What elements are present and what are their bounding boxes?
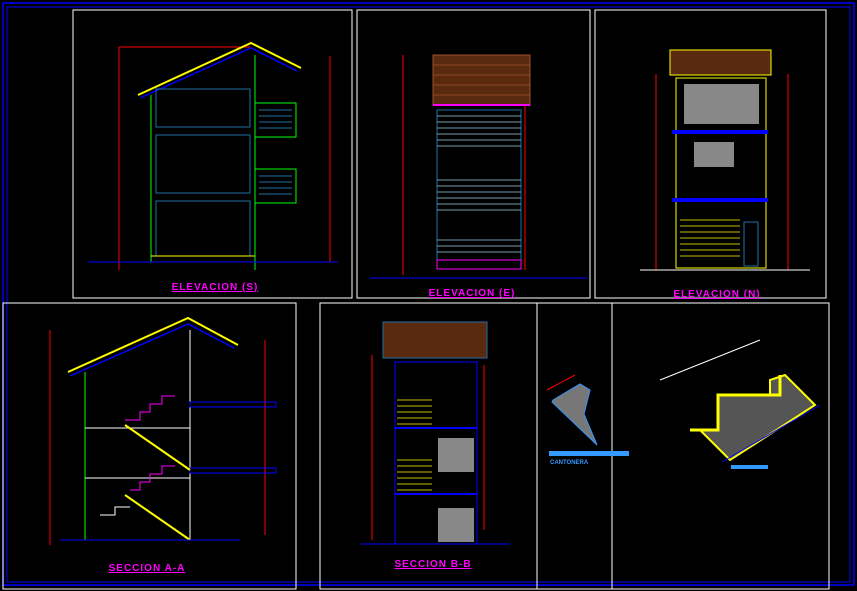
sheet-inner-border [6,6,851,583]
view-title-seccion-aa: SECCION A-A [109,563,186,574]
view-title-seccion-bb: SECCION B-B [394,559,471,570]
viewport-frames [2,9,830,590]
section-aa [49,316,277,545]
view-title-elevacion-s: ELEVACION (S) [172,282,259,293]
section-bb [360,321,510,545]
view-title-elevacion-n: ELEVACION (N) [673,289,760,300]
detail-stair-step [659,339,821,469]
detail-cantonera [546,374,629,456]
elevation-east [370,54,588,279]
detail-title-cantonera: CANTONERA [550,460,589,466]
elevation-north [640,49,810,271]
view-title-elevacion-e: ELEVACION (E) [429,288,516,299]
elevation-south [88,41,338,270]
